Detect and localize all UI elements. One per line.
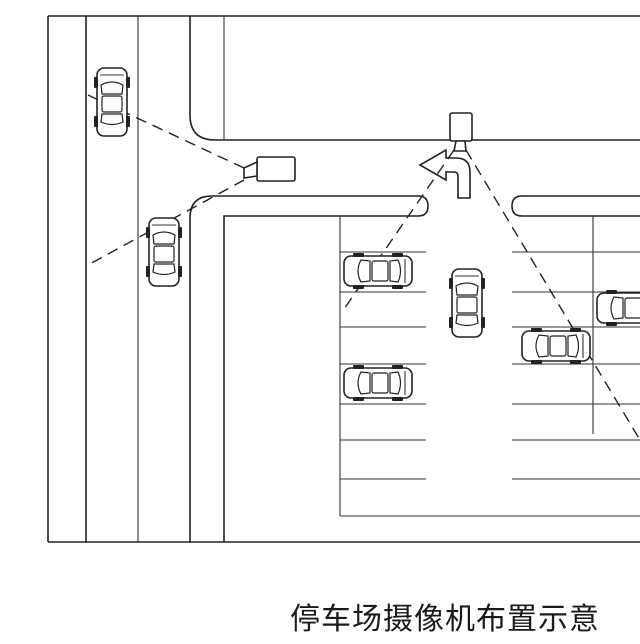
main-road [85, 16, 640, 542]
aisle-car [448, 268, 486, 338]
parked-car-left-upper [343, 252, 413, 290]
right-stall-dividers [512, 251, 640, 480]
left-stall-dividers [340, 251, 426, 480]
road-car-south [145, 217, 183, 287]
parked-car-left-lower [343, 364, 413, 402]
camera-icon [243, 156, 296, 182]
site-frame [47, 15, 640, 543]
road-car-north [93, 67, 131, 137]
turn-arrow-icon [418, 148, 471, 199]
parking-lot [223, 195, 640, 542]
parked-car-right-middle [521, 327, 591, 365]
diagram-caption: 停车场摄像机布置示意 [290, 602, 600, 637]
camera-icon [449, 112, 473, 152]
parked-car-right-upper [596, 289, 640, 327]
